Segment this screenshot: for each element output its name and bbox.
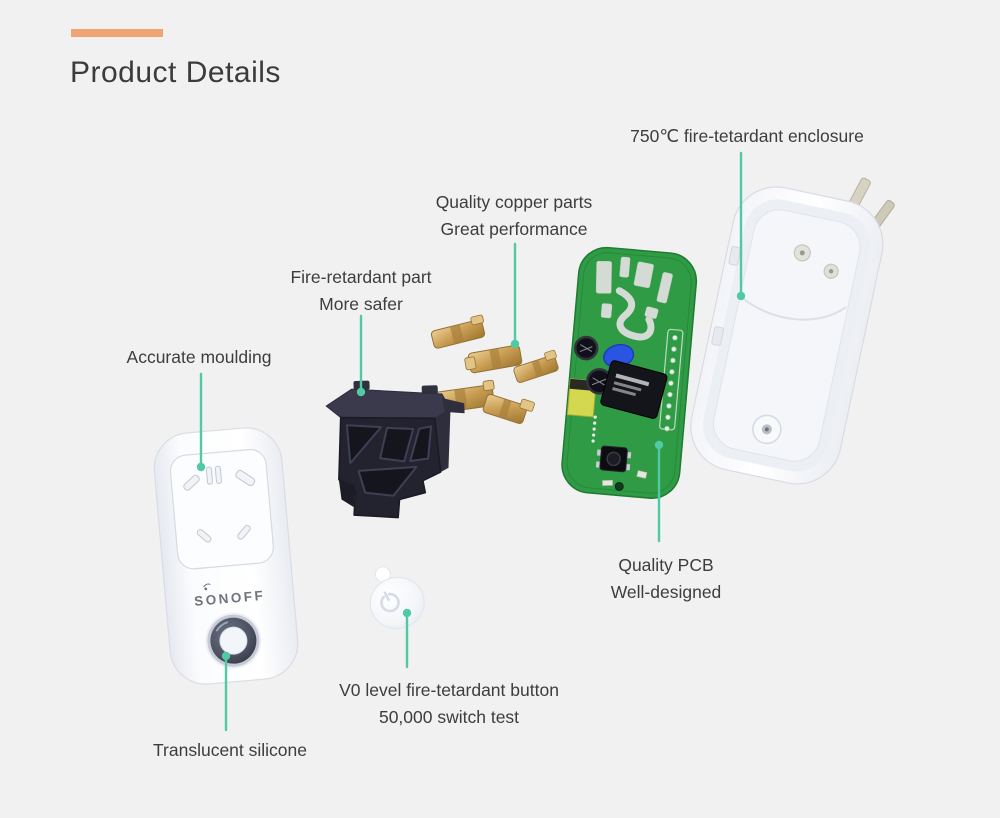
leader-dot-button xyxy=(402,608,412,618)
sonoff-logo-text: SONOFF xyxy=(194,588,266,609)
socket-face-plate xyxy=(169,448,274,570)
label-switch-button-line1: V0 level fire-tetardant button xyxy=(339,680,559,700)
leader-dot-pcb xyxy=(654,440,664,450)
page-title: Product Details xyxy=(70,56,281,89)
leader-dot-enclosure xyxy=(736,291,746,301)
power-button-photo xyxy=(369,566,425,630)
label-enclosure: 750℃ fire-tetardant enclosure xyxy=(630,123,864,150)
label-fire-part-line1: Fire-retardant part xyxy=(290,267,432,287)
pcb-through-holes xyxy=(664,335,678,432)
tactile-switch-component xyxy=(595,445,632,473)
label-moulding-line1: Accurate moulding xyxy=(126,347,272,367)
silicone-button xyxy=(205,612,262,669)
label-silicone-line1: Translucent silicone xyxy=(152,740,308,760)
leader-dot-fire-part xyxy=(356,387,366,397)
leader-dot-moulding xyxy=(196,462,206,472)
leader-lines xyxy=(196,151,746,732)
power-icon xyxy=(380,591,400,613)
sonoff-logo: SONOFF xyxy=(194,583,266,609)
label-enclosure-line1: 750℃ fire-tetardant enclosure xyxy=(630,126,864,146)
label-pcb: Quality PCB Well-designed xyxy=(611,552,722,606)
accent-bar xyxy=(71,29,163,37)
label-pcb-line1: Quality PCB xyxy=(618,555,714,575)
label-switch-button-line2: 50,000 switch test xyxy=(378,707,520,727)
pcb-photo xyxy=(561,246,698,500)
label-fire-part: Fire-retardant part More safer xyxy=(290,264,431,318)
label-fire-part-line2: More safer xyxy=(319,294,403,314)
rear-shell-photo xyxy=(690,177,895,485)
label-copper: Quality copper parts Great performance xyxy=(436,189,593,243)
leader-dot-silicone xyxy=(221,651,231,661)
label-moulding: Accurate moulding xyxy=(127,344,272,371)
label-pcb-line2: Well-designed xyxy=(610,582,722,602)
leader-dot-copper xyxy=(510,339,520,349)
relay-component xyxy=(600,360,668,419)
label-copper-line1: Quality copper parts xyxy=(435,192,593,212)
label-switch-button: V0 level fire-tetardant button 50,000 sw… xyxy=(339,677,559,731)
fire-retardant-part-photo xyxy=(325,380,465,519)
label-copper-line2: Great performance xyxy=(440,219,588,239)
socket-slots xyxy=(183,465,256,543)
front-shell-photo: SONOFF xyxy=(153,427,299,685)
label-silicone: Translucent silicone xyxy=(153,737,307,764)
